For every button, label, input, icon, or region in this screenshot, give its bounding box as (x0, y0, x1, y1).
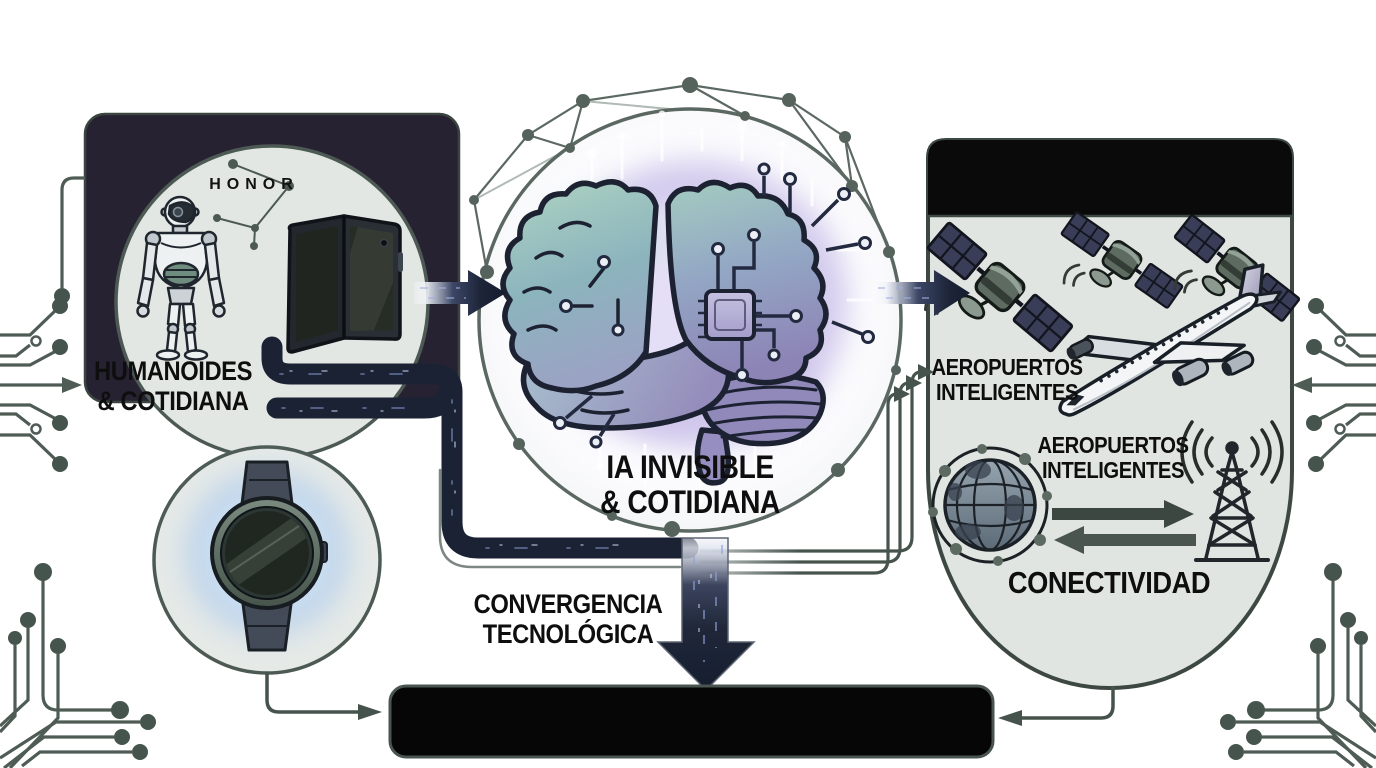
circuit-trace-bottom-left (0, 580, 140, 768)
circuit-dots-bottom-right (1220, 563, 1368, 760)
watch-to-bar-connector (265, 672, 358, 714)
airplane-icon (1058, 263, 1282, 417)
smartwatch-icon (183, 460, 351, 652)
honor-brand-label: HONOR (209, 176, 299, 193)
circuit-dots-left (52, 298, 68, 472)
connector-arrowhead (998, 710, 1022, 726)
bundle-arrows (700, 370, 920, 575)
center-caption-line1: IA INVISIBLE (606, 449, 774, 485)
center-caption-line2: & COTIDIANA (600, 484, 780, 521)
right-top-caption: AEROPUERTOS INTELIGENTES (931, 354, 1083, 406)
trace-arrow-right (62, 377, 82, 393)
radio-tower-icon (1180, 420, 1284, 562)
mesh-nodes (469, 77, 901, 537)
bundle-arrowheads (894, 364, 934, 402)
chip-icon (698, 289, 762, 341)
right-bottom-caption: CONECTIVIDAD (1007, 565, 1211, 600)
shield-header (928, 140, 1292, 216)
convergence-line1: CONVERGENCIA (473, 589, 663, 619)
left-panel-caption: HUMANOIDES & COTIDIANA (94, 356, 252, 416)
flow-arrow-center-to-right (872, 270, 970, 316)
down-arrow-icon (656, 537, 756, 692)
convergence-line2: TECNOLÓGICA (482, 618, 654, 649)
flow-arrow-left-to-center (414, 270, 506, 316)
trace-arrow-left (1292, 377, 1312, 393)
panel-connector-trace (60, 176, 85, 288)
globe-network-icon (928, 444, 1052, 566)
right-mid-caption: AEROPUERTOS INTELIGENTES (1037, 432, 1189, 484)
exchange-arrows-icon (1052, 500, 1196, 554)
circuit-trace-bottom-right (1236, 580, 1376, 768)
right-mid-line2: INTELIGENTES (1041, 457, 1185, 484)
circuit-dots-right (1306, 298, 1324, 472)
shield-to-bar-connector (1022, 686, 1115, 720)
left-caption-line1: HUMANOIDES (94, 356, 252, 386)
humanoid-robot-icon (136, 195, 226, 361)
data-pipe-icon (261, 336, 699, 569)
honor-constellation-icon (213, 159, 294, 250)
right-top-line2: INTELIGENTES (935, 379, 1079, 406)
right-mid-line1: AEROPUERTOS (1037, 432, 1189, 458)
foldable-phone-icon (286, 214, 403, 354)
circuit-trace-left (0, 308, 62, 462)
convergence-caption: CONVERGENCIA TECNOLÓGICA (473, 589, 663, 649)
connectivity-shield (926, 138, 1294, 691)
center-caption: IA INVISIBLE & COTIDIANA (600, 449, 780, 521)
left-caption-line2: & COTIDIANA (97, 385, 249, 416)
circuit-trace-right (1312, 308, 1376, 462)
connector-arrowhead (358, 704, 382, 720)
circuit-dots-bottom-left (8, 563, 156, 760)
summary-bar (388, 684, 995, 759)
ai-brain-chip-icon (500, 110, 875, 505)
right-top-line1: AEROPUERTOS (931, 354, 1083, 380)
